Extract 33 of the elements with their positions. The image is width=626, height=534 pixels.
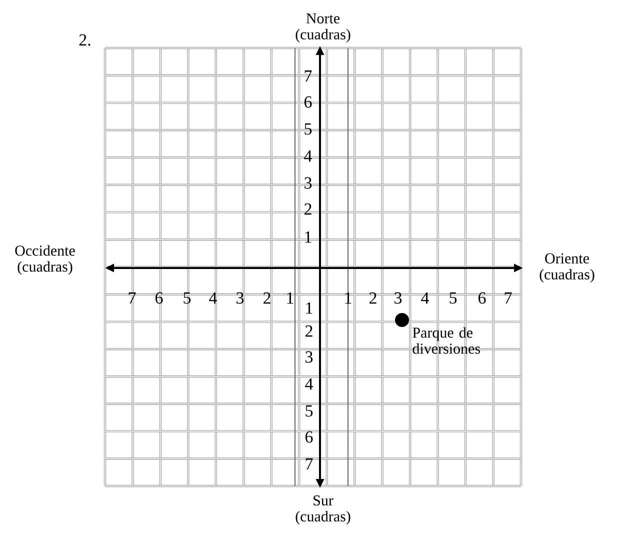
axis-number: 1 xyxy=(306,302,312,314)
axis-number: 4 xyxy=(209,292,217,304)
axis-number: 4 xyxy=(305,378,313,390)
axis-number: 2 xyxy=(370,292,376,304)
axis-number: 3 xyxy=(304,177,312,189)
axis-number: 4 xyxy=(421,292,429,304)
axis-label: Occidente (cuadras) xyxy=(15,245,75,275)
axis-number: 7 xyxy=(306,458,313,470)
axis-number: 7 xyxy=(304,70,312,82)
axis-number: 6 xyxy=(478,292,486,304)
axis-number: 5 xyxy=(450,292,457,304)
axis-label: Oriente (cuadras) xyxy=(540,253,594,283)
axis-number: 5 xyxy=(306,405,313,417)
axis-number: 4 xyxy=(304,150,312,162)
axis-number: 6 xyxy=(156,292,163,304)
axis-number: 3 xyxy=(306,351,313,363)
axis-number: 3 xyxy=(236,292,244,304)
axis-number: 1 xyxy=(287,292,294,304)
axis-number: 2 xyxy=(264,292,270,304)
axis-number: 5 xyxy=(184,292,191,304)
axis-number: 5 xyxy=(304,123,312,135)
axis-number: 6 xyxy=(304,96,312,108)
axis-label: Norte (cuadras) xyxy=(296,14,350,42)
axis-number: 1 xyxy=(305,231,312,243)
location-dot xyxy=(395,313,409,327)
place-label: Parque de diversiones xyxy=(412,327,480,354)
axis-number: 2. xyxy=(79,34,90,46)
axis-number: 2 xyxy=(304,203,312,215)
axis-number: 2 xyxy=(306,325,312,337)
axis-number: 6 xyxy=(306,431,313,443)
axis-number: 7 xyxy=(128,292,136,304)
axis-label: Sur (cuadras) xyxy=(296,495,350,525)
axis-number: 7 xyxy=(504,292,512,304)
